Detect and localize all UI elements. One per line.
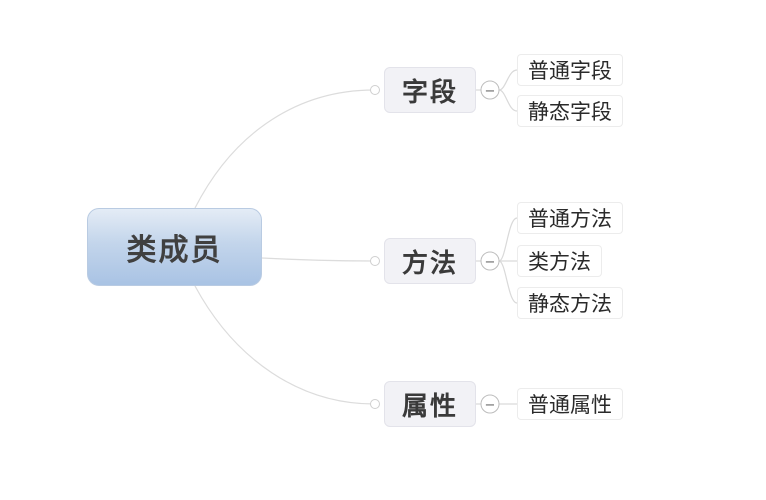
- root-topic[interactable]: 类成员: [87, 208, 262, 286]
- leaf-topic-normal-property[interactable]: 普通属性: [517, 388, 623, 420]
- leaf-topic-normal-field[interactable]: 普通字段: [517, 54, 623, 86]
- link-root-to-methods: [261, 257, 375, 262]
- leaf-topic-normal-method[interactable]: 普通方法: [517, 202, 623, 234]
- leaf-topic-static-field[interactable]: 静态字段: [517, 95, 623, 127]
- minus-icon: −: [485, 255, 496, 270]
- collapse-toggle-fields[interactable]: −: [480, 80, 500, 100]
- branch-topic-properties[interactable]: 属性: [384, 381, 476, 427]
- minus-icon: −: [485, 84, 496, 99]
- collapse-toggle-methods[interactable]: −: [480, 251, 500, 271]
- leaf-topic-static-method[interactable]: 静态方法: [517, 287, 623, 319]
- collapse-toggle-properties[interactable]: −: [480, 394, 500, 414]
- link-root-to-properties: [194, 285, 375, 405]
- branch-topic-fields[interactable]: 字段: [384, 67, 476, 113]
- link-root-to-fields: [194, 89, 375, 209]
- minus-icon: −: [485, 398, 496, 413]
- branch-anchor-methods: [370, 256, 380, 266]
- branch-topic-methods[interactable]: 方法: [384, 238, 476, 284]
- branch-anchor-properties: [370, 399, 380, 409]
- branch-anchor-fields: [370, 85, 380, 95]
- leaf-topic-class-method[interactable]: 类方法: [517, 245, 602, 277]
